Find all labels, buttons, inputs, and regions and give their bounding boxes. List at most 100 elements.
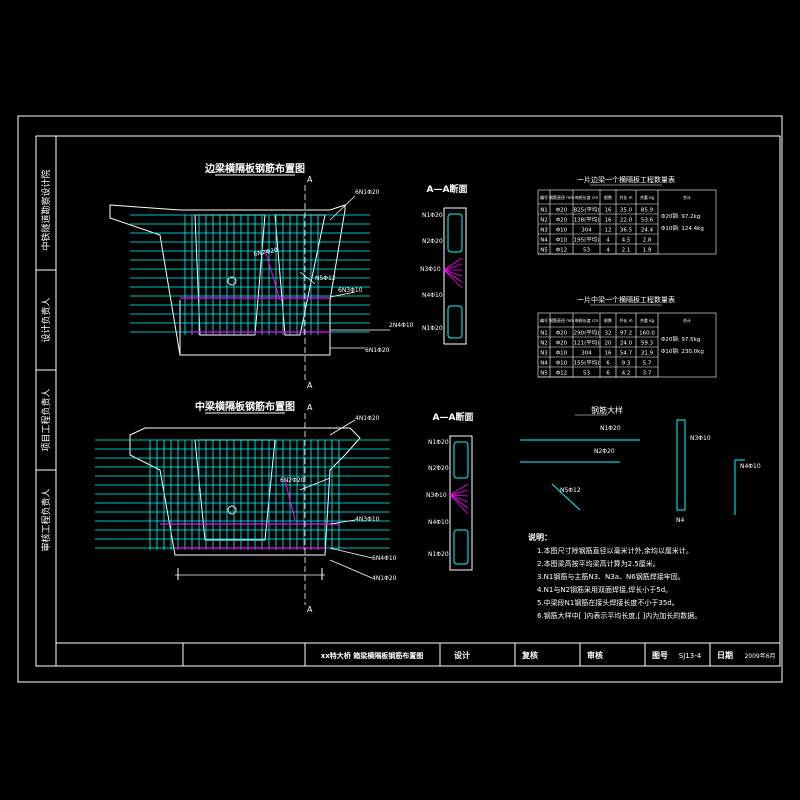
- table-cell: 304: [581, 228, 592, 234]
- title-drawing-no: SJ13-4: [679, 652, 702, 660]
- table-cell: B25(平均): [573, 206, 599, 214]
- table-cell: 16: [605, 208, 612, 214]
- table-cell: 53: [583, 248, 590, 254]
- note-2: 2.本图梁高按平均梁高计算为2.5厘米。: [537, 559, 660, 568]
- detail-label-n4-tag: N4: [676, 517, 684, 524]
- table-header: 每根长度 cm: [575, 317, 598, 323]
- table-cell: 9.3: [622, 361, 631, 367]
- note-5: 5.中梁段N1钢筋在接头焊接长度不小于35d。: [537, 598, 679, 607]
- table-header: 编号: [540, 194, 548, 200]
- notes: 说明： 1.本图尺寸除钢筋直径以毫米计外,余均以厘米计。 2.本图梁高按平均梁高…: [528, 532, 701, 620]
- side-strip-text-4: 审核工程负责人: [40, 488, 52, 551]
- table-summary: Φ10钢: 230.0kg: [661, 347, 704, 355]
- table-header: 钢筋直径 mm: [549, 317, 574, 323]
- table-cell: 4.2: [622, 371, 631, 377]
- table-cell: N2: [540, 341, 548, 347]
- title-check: 复核: [521, 650, 538, 660]
- table-cell: 5.7: [643, 361, 652, 367]
- label-bottom-n1-top: 4N1Φ20: [355, 415, 380, 422]
- outer-frame: [17, 115, 783, 683]
- table-cell: 4: [606, 248, 610, 254]
- notes-heading: 说明：: [528, 532, 552, 542]
- table-cell: 32: [605, 331, 612, 337]
- top-section-title: A—A断面: [427, 183, 468, 195]
- label-top-n1-top: 6N1Φ20: [355, 189, 380, 196]
- table-cell: N1: [540, 208, 548, 214]
- side-strip-text-1: 中铁隧道勘察设计院: [40, 169, 52, 250]
- label-top-n1-bottom: 6N1Φ20: [365, 347, 390, 354]
- top-girder-outline: [109, 204, 346, 356]
- table-cell: 24.4: [641, 228, 654, 234]
- note-3: 3.N1钢筋与主筋N3、N3a、N6钢筋焊接牢固。: [537, 572, 685, 581]
- note-6: 6.钢筋大样中[ ]内表示平均长度,[ ]内为加长的数据。: [537, 611, 701, 620]
- label-bottom-n4: 6N4Φ10: [372, 555, 397, 562]
- label-top-n4: 2N4Φ10: [389, 322, 414, 329]
- table-header: 共重 kg: [640, 317, 655, 323]
- bottom-section-title: A—A断面: [433, 411, 474, 423]
- table-cell: Φ20: [556, 208, 568, 214]
- table-cell: N2: [540, 218, 548, 224]
- table-cell: 121(平均): [574, 339, 600, 347]
- table-cell: 6: [606, 361, 610, 367]
- table-header: 根数: [604, 194, 612, 200]
- bottom-section-label-1: N1Φ20: [428, 439, 449, 446]
- table-cell: Φ20: [556, 341, 568, 347]
- section-mark-bottom-a1: A: [307, 403, 313, 412]
- top-section-label-1: N1Φ20: [422, 212, 443, 219]
- table-cell: N3: [540, 351, 548, 357]
- table-cell: 290(平均): [574, 329, 600, 337]
- detail-label-n3: N3Φ10: [690, 435, 711, 442]
- top-section: A—A断面 N1Φ20 N2Φ20 N3Φ10 N4Φ10 N1Φ20: [420, 183, 468, 345]
- table-header: 根数: [604, 317, 612, 323]
- bottom-section-label-3: N3Φ10: [426, 492, 447, 499]
- top-section-label-3: N3Φ10: [420, 266, 441, 273]
- table-header: 共长 m: [619, 317, 632, 323]
- table-summary: Φ20钢: 97.2kg: [661, 212, 700, 220]
- table-cell: 304: [581, 351, 592, 357]
- detail-label-n5: N5Φ12: [560, 487, 581, 494]
- table-cell: 138(平均): [574, 216, 600, 224]
- table-summary: Φ10钢: 124.4kg: [661, 224, 704, 232]
- table-cell: 155(平均): [574, 359, 600, 367]
- table-summary: Φ20钢: 97.5kg: [661, 335, 700, 343]
- table-cell: 97.2: [620, 331, 632, 337]
- table-cell: N5: [540, 371, 548, 377]
- bottom-section-label-2: N2Φ20: [428, 465, 449, 472]
- label-bottom-n1-bottom: 4N1Φ20: [372, 575, 397, 582]
- table-cell: N1: [540, 331, 548, 337]
- table-cell: 54.7: [620, 351, 633, 357]
- note-4: 4.N1与N2钢筋采用双面焊接,焊长小于5d。: [537, 585, 672, 594]
- title-block: xx特大桥 箱梁横隔板钢筋布置图 设计 复核 审核 图号 SJ13-4 日期 2…: [55, 642, 781, 667]
- table-cell: Φ10: [556, 351, 568, 357]
- top-section-label-5: N1Φ20: [422, 325, 443, 332]
- table-header: 合计: [683, 317, 691, 323]
- table-cell: 36.5: [620, 228, 633, 234]
- table-cell: 195(平均): [574, 236, 600, 244]
- table-cell: Φ10: [556, 228, 568, 234]
- detail-label-n4: N4Φ10: [740, 463, 761, 470]
- table-cell: 160.0: [639, 331, 655, 337]
- table2-title: 一片中梁一个横隔板工程数量表: [577, 295, 675, 304]
- label-bottom-n2: 6N2Φ20: [280, 477, 305, 484]
- table-header: 编号: [540, 317, 548, 323]
- table-cell: 4: [606, 238, 610, 244]
- table-cell: Φ10: [556, 361, 568, 367]
- table-cell: 2.8: [643, 238, 652, 244]
- table-cell: Φ12: [556, 248, 567, 254]
- detail-label-n2: N2Φ20: [594, 448, 615, 455]
- section-mark-top-a1: A: [307, 175, 313, 184]
- top-section-label-4: N4Φ10: [422, 292, 443, 299]
- top-section-label-2: N2Φ20: [422, 238, 443, 245]
- bottom-rebar-grid: [95, 439, 390, 550]
- label-top-n5: N5Φ12: [315, 275, 336, 282]
- table-header: 共长 m: [619, 194, 632, 200]
- table-header: 合计: [683, 194, 691, 200]
- top-rebar-grid: [130, 214, 370, 335]
- bottom-section-label-4: N4Φ10: [428, 519, 449, 526]
- table1-title: 一片边梁一个横隔板工程数量表: [577, 175, 675, 184]
- title-drawing-name: xx特大桥 箱梁横隔板钢筋布置图: [321, 651, 423, 660]
- table-cell: 20: [605, 341, 612, 347]
